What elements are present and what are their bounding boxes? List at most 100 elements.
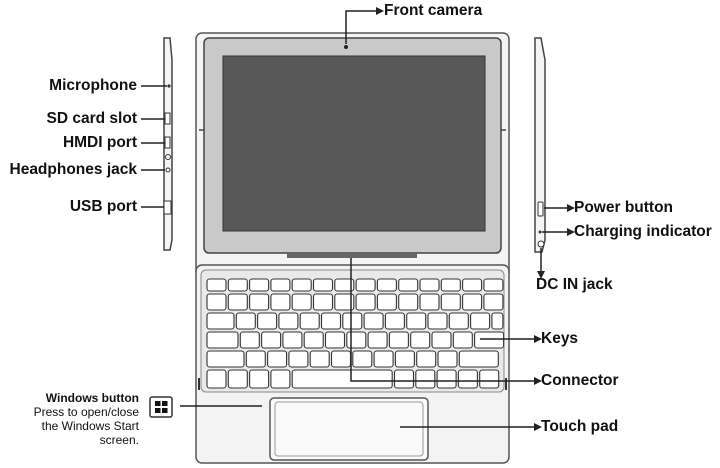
keyboard-key [334, 278, 355, 292]
label-connector: Connector [541, 372, 619, 389]
keyboard-key [303, 331, 324, 349]
keyboard-key [342, 312, 363, 330]
keyboard-key [388, 331, 409, 349]
keyboard-key [320, 312, 342, 330]
keyboard-key [355, 278, 376, 292]
keyboard-key [346, 331, 367, 349]
keyboard-key [462, 293, 483, 311]
keyboard-key [458, 350, 499, 368]
keyboard-key [363, 312, 384, 330]
touch-pad [269, 397, 429, 461]
arrow-heads [376, 7, 575, 431]
keyboard-key [270, 293, 291, 311]
keyboard-key [483, 278, 504, 292]
keyboard-key [282, 331, 303, 349]
keyboard-key [309, 350, 330, 368]
keyboard-key [376, 293, 397, 311]
keyboard-key [334, 293, 355, 311]
keyboard-key [355, 293, 376, 311]
keyboard-key [398, 293, 419, 311]
keyboard-key [270, 369, 291, 389]
camera-dot [344, 45, 348, 49]
keyboard-key [394, 350, 415, 368]
windows-note-line2: the Windows Start [41, 419, 139, 433]
keyboard-key [376, 278, 397, 292]
keyboard-key [291, 278, 312, 292]
connector-bar [287, 253, 417, 258]
label-dc-in-jack: DC IN jack [536, 276, 613, 293]
windows-note-line1: Press to open/close [33, 405, 139, 419]
label-microphone: Microphone [49, 77, 137, 94]
keyboard-key [367, 331, 388, 349]
keyboard-key [330, 350, 352, 368]
right-side-profile [534, 37, 546, 253]
label-usb-port: USB port [69, 198, 137, 215]
keyboard-key [206, 278, 227, 292]
keyboard-key [352, 350, 373, 368]
keyboard-key [206, 350, 245, 368]
label-hmdi-port: HMDI port [62, 134, 137, 151]
keyboard-key [491, 312, 504, 330]
windows-note-line3: screen. [99, 433, 139, 447]
keyboard-key [437, 350, 458, 368]
keyboard-key [249, 293, 270, 311]
usb-slot [163, 200, 172, 215]
keyboard-key [312, 278, 334, 292]
keyboard-key [312, 293, 334, 311]
keyboard-key [483, 293, 504, 311]
keyboard-key [291, 369, 393, 389]
keyboard-key [257, 312, 278, 330]
keyboard-key [474, 331, 505, 349]
microphone-hole [167, 84, 171, 88]
keyboard-key [227, 293, 248, 311]
keyboard-keys [206, 278, 505, 389]
tablet-screen [222, 55, 486, 232]
keyboard-key [291, 293, 312, 311]
keyboard-key [448, 312, 469, 330]
keyboard-key [440, 293, 461, 311]
keyboard-key [235, 312, 256, 330]
windows-note-title: Windows button [45, 391, 139, 405]
keyboard-key [457, 369, 478, 389]
label-sd-card-slot: SD card slot [46, 110, 137, 127]
keyboard-key [406, 312, 427, 330]
windows-button-note: Windows button Press to open/close the W… [34, 391, 139, 447]
keyboard-key [373, 350, 394, 368]
keyboard-key [398, 278, 419, 292]
dc-port [537, 240, 545, 248]
keyboard-key [324, 331, 346, 349]
label-headphones-jack: Headphones jack [9, 161, 138, 178]
keyboard-key [393, 369, 415, 389]
keyboard-key [436, 369, 457, 389]
keyboard-key [479, 369, 500, 389]
keyboard-key [452, 331, 473, 349]
keyboard-key [410, 331, 431, 349]
keyboard-key [239, 331, 260, 349]
keyboard-key [206, 312, 235, 330]
keyboard-key [419, 293, 440, 311]
keyboard-key [427, 312, 448, 330]
sd-slot [164, 112, 171, 125]
keyboard-key [270, 278, 291, 292]
headphone-port [165, 154, 171, 160]
keyboard-key [261, 331, 282, 349]
keyboard-key [206, 369, 227, 389]
keyboard-key [278, 312, 299, 330]
keyboard-key [299, 312, 320, 330]
keyboard-key [227, 278, 248, 292]
keyboard-key [431, 331, 452, 349]
keyboard-key [288, 350, 309, 368]
touch-pad-inner [274, 401, 424, 457]
keyboard-key [384, 312, 405, 330]
keyboard-key [419, 278, 440, 292]
power-slot [537, 201, 544, 217]
keyboard-key [227, 369, 248, 389]
charge-led [538, 230, 542, 234]
keyboard-key [206, 331, 239, 349]
keyboard-key [245, 350, 266, 368]
keyboard-key [267, 350, 288, 368]
label-keys: Keys [541, 330, 579, 347]
label-charging-indicator: Charging indicator [574, 223, 712, 240]
keyboard-key [462, 278, 483, 292]
